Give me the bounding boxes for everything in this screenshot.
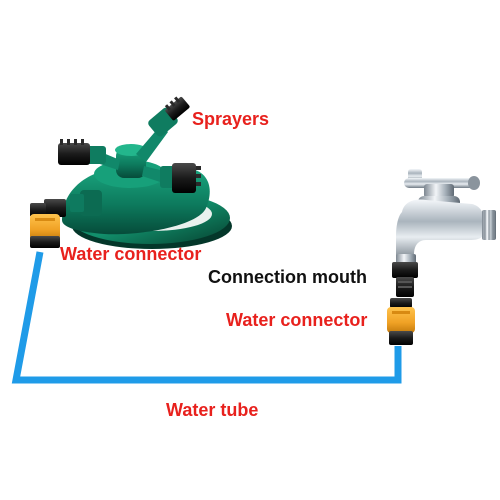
water-connector-right-label: Water connector: [226, 310, 368, 330]
connection-mouth: [392, 262, 418, 297]
water-tube-label: Water tube: [166, 400, 259, 420]
sprinkler-icon: [58, 96, 232, 249]
water-connector-right: [387, 298, 415, 345]
water-connector-left-label: Water connector: [60, 244, 202, 264]
faucet-icon: [396, 169, 496, 264]
water-connector-left: [30, 199, 66, 248]
water-tube: [11, 251, 402, 384]
sprayers-label: Sprayers: [192, 109, 270, 129]
connection-mouth-label: Connection mouth: [208, 267, 367, 287]
